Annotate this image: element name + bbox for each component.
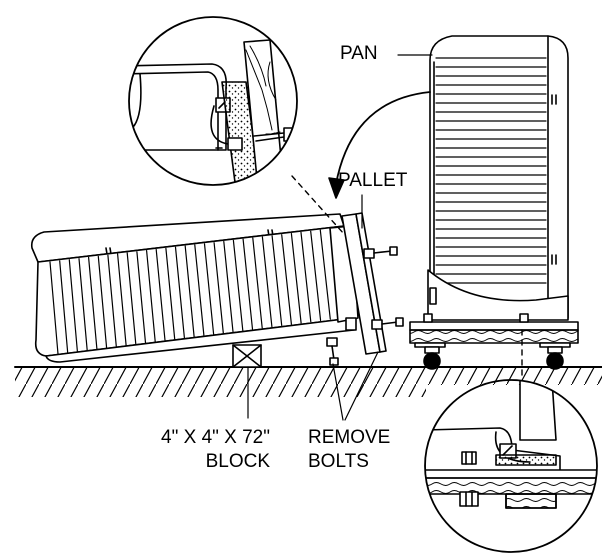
louver-line: [290, 233, 302, 324]
remove-bolts-leader-1: [332, 363, 344, 421]
louver-line: [310, 230, 322, 322]
remove-bolts-leader-2: [344, 351, 379, 421]
upright-unit: [409, 35, 579, 370]
louver-line: [271, 235, 283, 326]
louver-line: [174, 246, 185, 339]
wood-block: [232, 344, 262, 368]
bolt-lower: [371, 317, 404, 330]
louver-line: [223, 240, 234, 333]
louver-line: [261, 236, 273, 328]
louver-line: [281, 234, 292, 325]
louver-line: [184, 245, 195, 338]
louver-line: [165, 247, 176, 340]
bolts-label: BOLTS: [308, 451, 369, 472]
detail-circle-bottom: [424, 329, 598, 553]
leader-lines: [247, 54, 433, 421]
tilted-unit: [30, 213, 359, 363]
louver-line: [146, 250, 156, 343]
louver-line: [203, 243, 215, 335]
louver-line: [78, 258, 88, 351]
pallet-label: PALLET: [338, 170, 408, 191]
louver-line: [97, 255, 108, 349]
pan-label: PAN: [340, 43, 378, 64]
louver-line: [252, 237, 263, 329]
detail-circle-top: [128, 16, 345, 235]
louver-line: [136, 251, 147, 344]
louver-line: [68, 259, 79, 353]
louver-line: [194, 244, 205, 336]
bolt-upper: [363, 246, 398, 259]
block-label: BLOCK: [205, 451, 270, 472]
bolt-bottom: [326, 337, 339, 366]
block-size-label: 4" X 4" X 72": [161, 427, 270, 448]
remove-label: REMOVE: [308, 427, 391, 448]
louver-line: [155, 248, 166, 341]
louver-line: [242, 238, 254, 330]
louver-line: [213, 242, 224, 334]
louver-line: [300, 231, 312, 323]
louver-line: [232, 239, 244, 331]
louver-line: [87, 256, 98, 350]
louver-line: [319, 229, 331, 320]
louver-line: [116, 253, 127, 346]
louver-line: [49, 261, 59, 355]
rotation-arrow: [328, 91, 431, 199]
floor: [14, 366, 602, 397]
pallet-upright: [326, 212, 404, 366]
louver-line: [107, 254, 117, 348]
louver-line: [59, 260, 69, 354]
louver-line: [126, 252, 137, 345]
